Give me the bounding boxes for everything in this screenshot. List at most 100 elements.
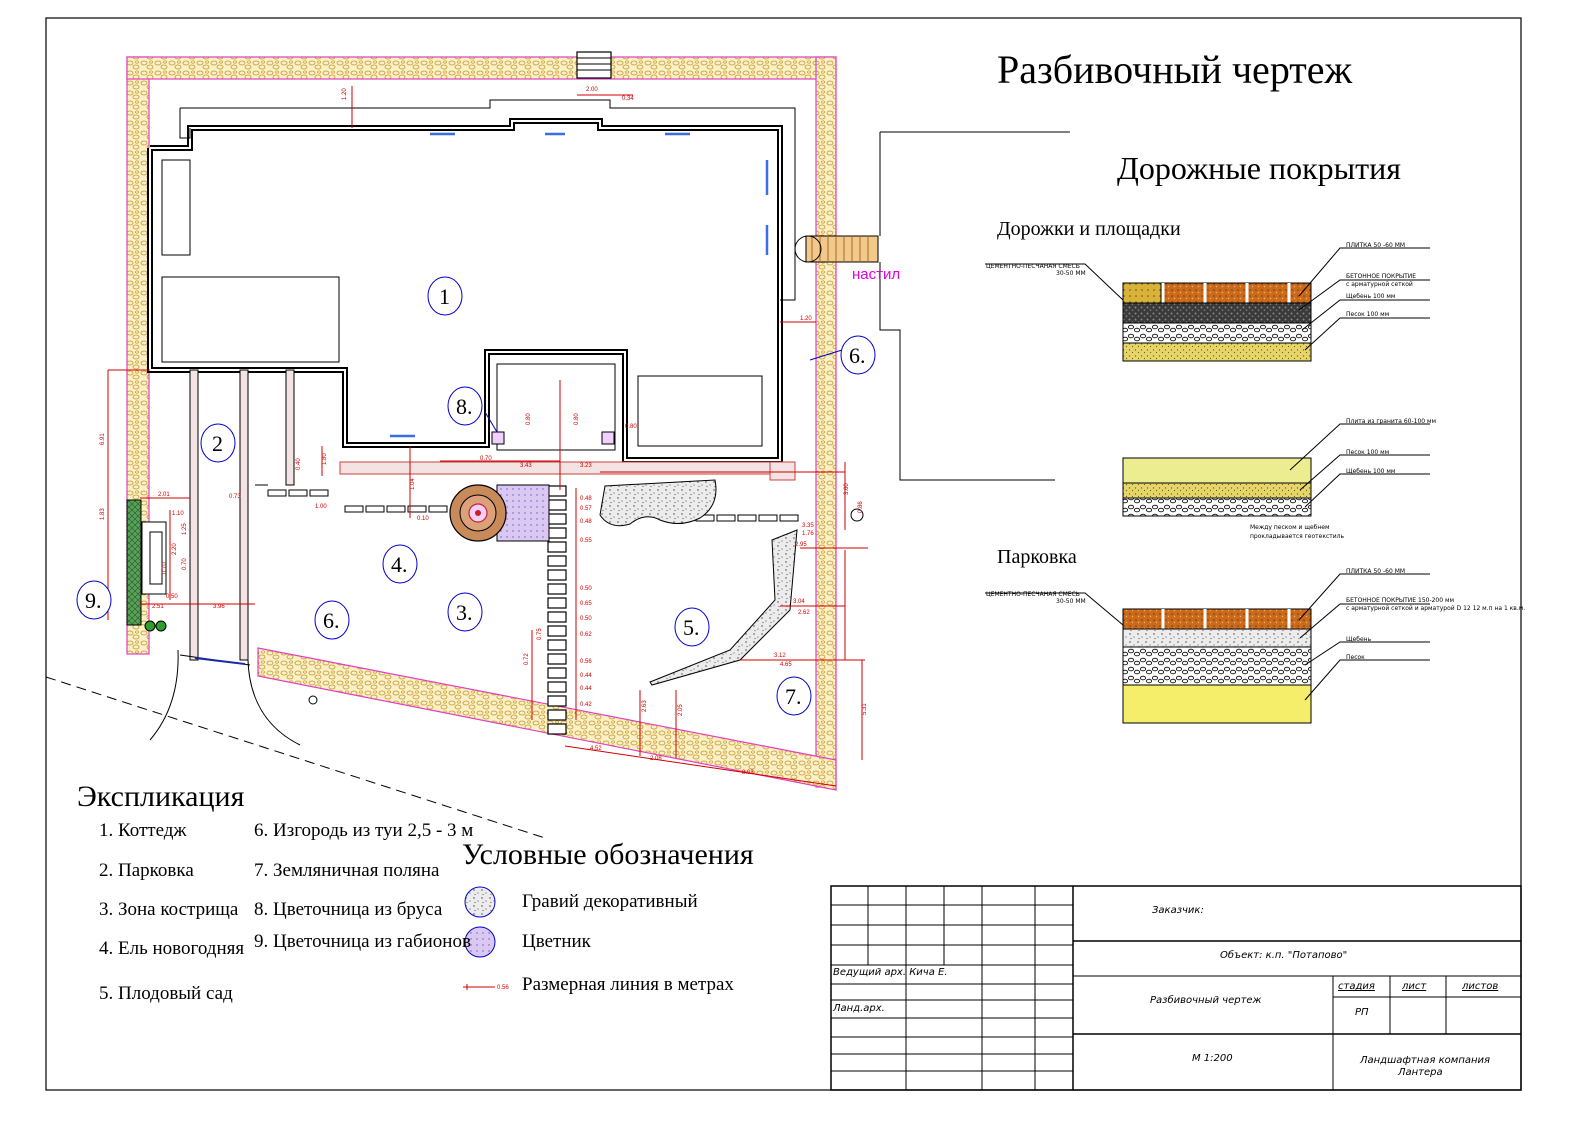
stamp-drawing: Разбивочный чертеж: [1150, 995, 1262, 1006]
dim-label: 1.83: [100, 508, 106, 520]
section-granite: [1122, 423, 1430, 517]
dim-label: 1.20: [342, 88, 348, 100]
zone-numbers: 1 2 3. 4. 5. 6. 6. 7. 8. 9. настил: [85, 266, 900, 709]
paths-title: Дорожки и площадки: [997, 218, 1181, 240]
dim-label: 0.44: [580, 673, 592, 679]
dim-label: 1.80: [322, 453, 328, 465]
layer-note: прокладывается геотекстиль: [1250, 533, 1345, 540]
sheet-frame: [45, 17, 1522, 1091]
dim-label: 1.10: [172, 511, 184, 517]
dim-label: 0.57: [580, 506, 592, 512]
zone-number-6b: 6.: [849, 343, 866, 368]
outside-lines: [45, 131, 1070, 839]
layer-label: ПЛИТКА 50 -60 ММ: [1346, 242, 1406, 249]
legend-item: Гравий декоративный: [522, 891, 698, 912]
dim-label: 3.12: [774, 653, 786, 659]
dim-label: 2.01: [158, 492, 170, 498]
layer-label: Песок: [1346, 654, 1365, 661]
legend-dim-sample: 0.56: [497, 985, 509, 991]
title-block: [830, 885, 1522, 1091]
dim-label: 0.10: [417, 516, 429, 522]
deck-label: настил: [852, 266, 900, 283]
explication-item: 8. Цветочница из бруса: [254, 899, 443, 920]
fire-pit: [449, 484, 550, 542]
paver-path-vertical: [547, 485, 567, 735]
dim-label: 0.75: [537, 628, 543, 640]
stamp-company-name: Лантера: [1398, 1067, 1443, 1078]
layer-label: с арматурной сеткой и арматурой D 12 12 …: [1346, 605, 1526, 612]
explication-item: 6. Изгородь из туи 2,5 - 3 м: [254, 820, 474, 841]
drawing-title: Разбивочный чертеж: [997, 47, 1353, 92]
dim-label: 1.00: [315, 504, 327, 510]
gravel-pond: [599, 479, 717, 527]
dim-label: 0.56: [580, 659, 592, 665]
gabion-bed: [126, 499, 167, 632]
layer-label: Щебень 100 мм: [1346, 468, 1396, 475]
explication-item: 9. Цветочница из габионов: [254, 931, 471, 952]
dimension-lines: [107, 86, 868, 787]
top-steps: [576, 51, 612, 79]
section-parking: [985, 573, 1430, 724]
layer-label: 30-50 ММ: [1056, 598, 1086, 605]
dim-label: 2.63: [642, 700, 648, 712]
section-paths: [985, 247, 1430, 362]
layer-label: ПЛИТКА 50 -60 ММ: [1346, 568, 1406, 575]
zone-number-6a: 6.: [323, 608, 340, 633]
stepping-stones: [267, 489, 799, 522]
zone-number-4: 4.: [391, 552, 408, 577]
dim-label: 0.55: [580, 538, 592, 544]
layer-note: Между песком и щебнем: [1250, 524, 1330, 531]
stamp-sheet-header: лист: [1402, 981, 1427, 992]
dim-label: 1.20: [800, 316, 812, 322]
explication-item: 4. Ель новогодняя: [99, 938, 245, 959]
dim-label: 3.43: [520, 463, 532, 469]
terrace-strip: [339, 431, 796, 481]
dim-label: 0.65: [580, 601, 592, 607]
hedge-border: [126, 56, 837, 791]
dim-label: 0.34: [622, 96, 634, 102]
dim-label: 0.72: [524, 653, 530, 665]
dim-label: 0.80: [625, 424, 637, 430]
dim-label: 1.04: [410, 478, 416, 490]
dim-label: 0.70: [480, 456, 492, 462]
layer-label: БЕТОННОЕ ПОКРЫТИЕ 150-200 мм: [1346, 597, 1455, 604]
house-footprint: [147, 99, 796, 463]
dim-label: 3.96: [213, 604, 225, 610]
stamp-lead: Ведущий арх. Кича Е.: [833, 967, 948, 978]
layer-label: БЕТОННОЕ ПОКРЫТИЕ: [1346, 273, 1417, 280]
dim-label: 0.48: [580, 519, 592, 525]
parking-area: [179, 369, 295, 666]
dim-label: 2.20: [172, 543, 178, 555]
dim-label: 8.03: [742, 770, 754, 776]
zone-number-5: 5.: [683, 615, 700, 640]
stamp-stage-header: стадия: [1338, 981, 1375, 992]
dim-label: 0.80: [574, 413, 580, 425]
stamp-scale: М 1:200: [1192, 1053, 1233, 1064]
dim-label: 2.95: [795, 542, 807, 548]
dim-label: 0.50: [580, 586, 592, 592]
dim-label: 3.35: [802, 523, 814, 529]
dim-label: 4.65: [780, 662, 792, 668]
stamp-company: Ландшафтная компания: [1360, 1055, 1491, 1066]
layer-label: Песок 100 мм: [1346, 449, 1390, 456]
gravel-path: [649, 529, 798, 686]
dim-label: 0.73: [229, 494, 241, 500]
legend-item: Цветник: [522, 931, 591, 952]
dim-label: 1.76: [802, 531, 814, 537]
stamp-land-arch: Ланд.арх.: [833, 1003, 885, 1014]
layer-label: ЦЕМЕНТНО-ПЕСЧАНАЯ СМЕСЬ: [986, 591, 1080, 598]
explication-item: 7. Земляничная поляна: [254, 860, 440, 881]
dim-label: 2.00: [586, 87, 598, 93]
layer-label: Щебень: [1346, 636, 1372, 643]
dim-label: 1.25: [182, 523, 188, 535]
explication-item: 1. Коттедж: [99, 820, 187, 841]
legend-title: Условные обозначения: [462, 838, 754, 871]
dim-label: 3.60: [844, 483, 850, 495]
dim-label: 0.50: [580, 616, 592, 622]
dim-label: 2.08: [650, 756, 662, 762]
dim-label: 0.70: [182, 558, 188, 570]
zone-number-9: 9.: [85, 588, 102, 613]
dim-label: 0.50: [166, 594, 178, 600]
